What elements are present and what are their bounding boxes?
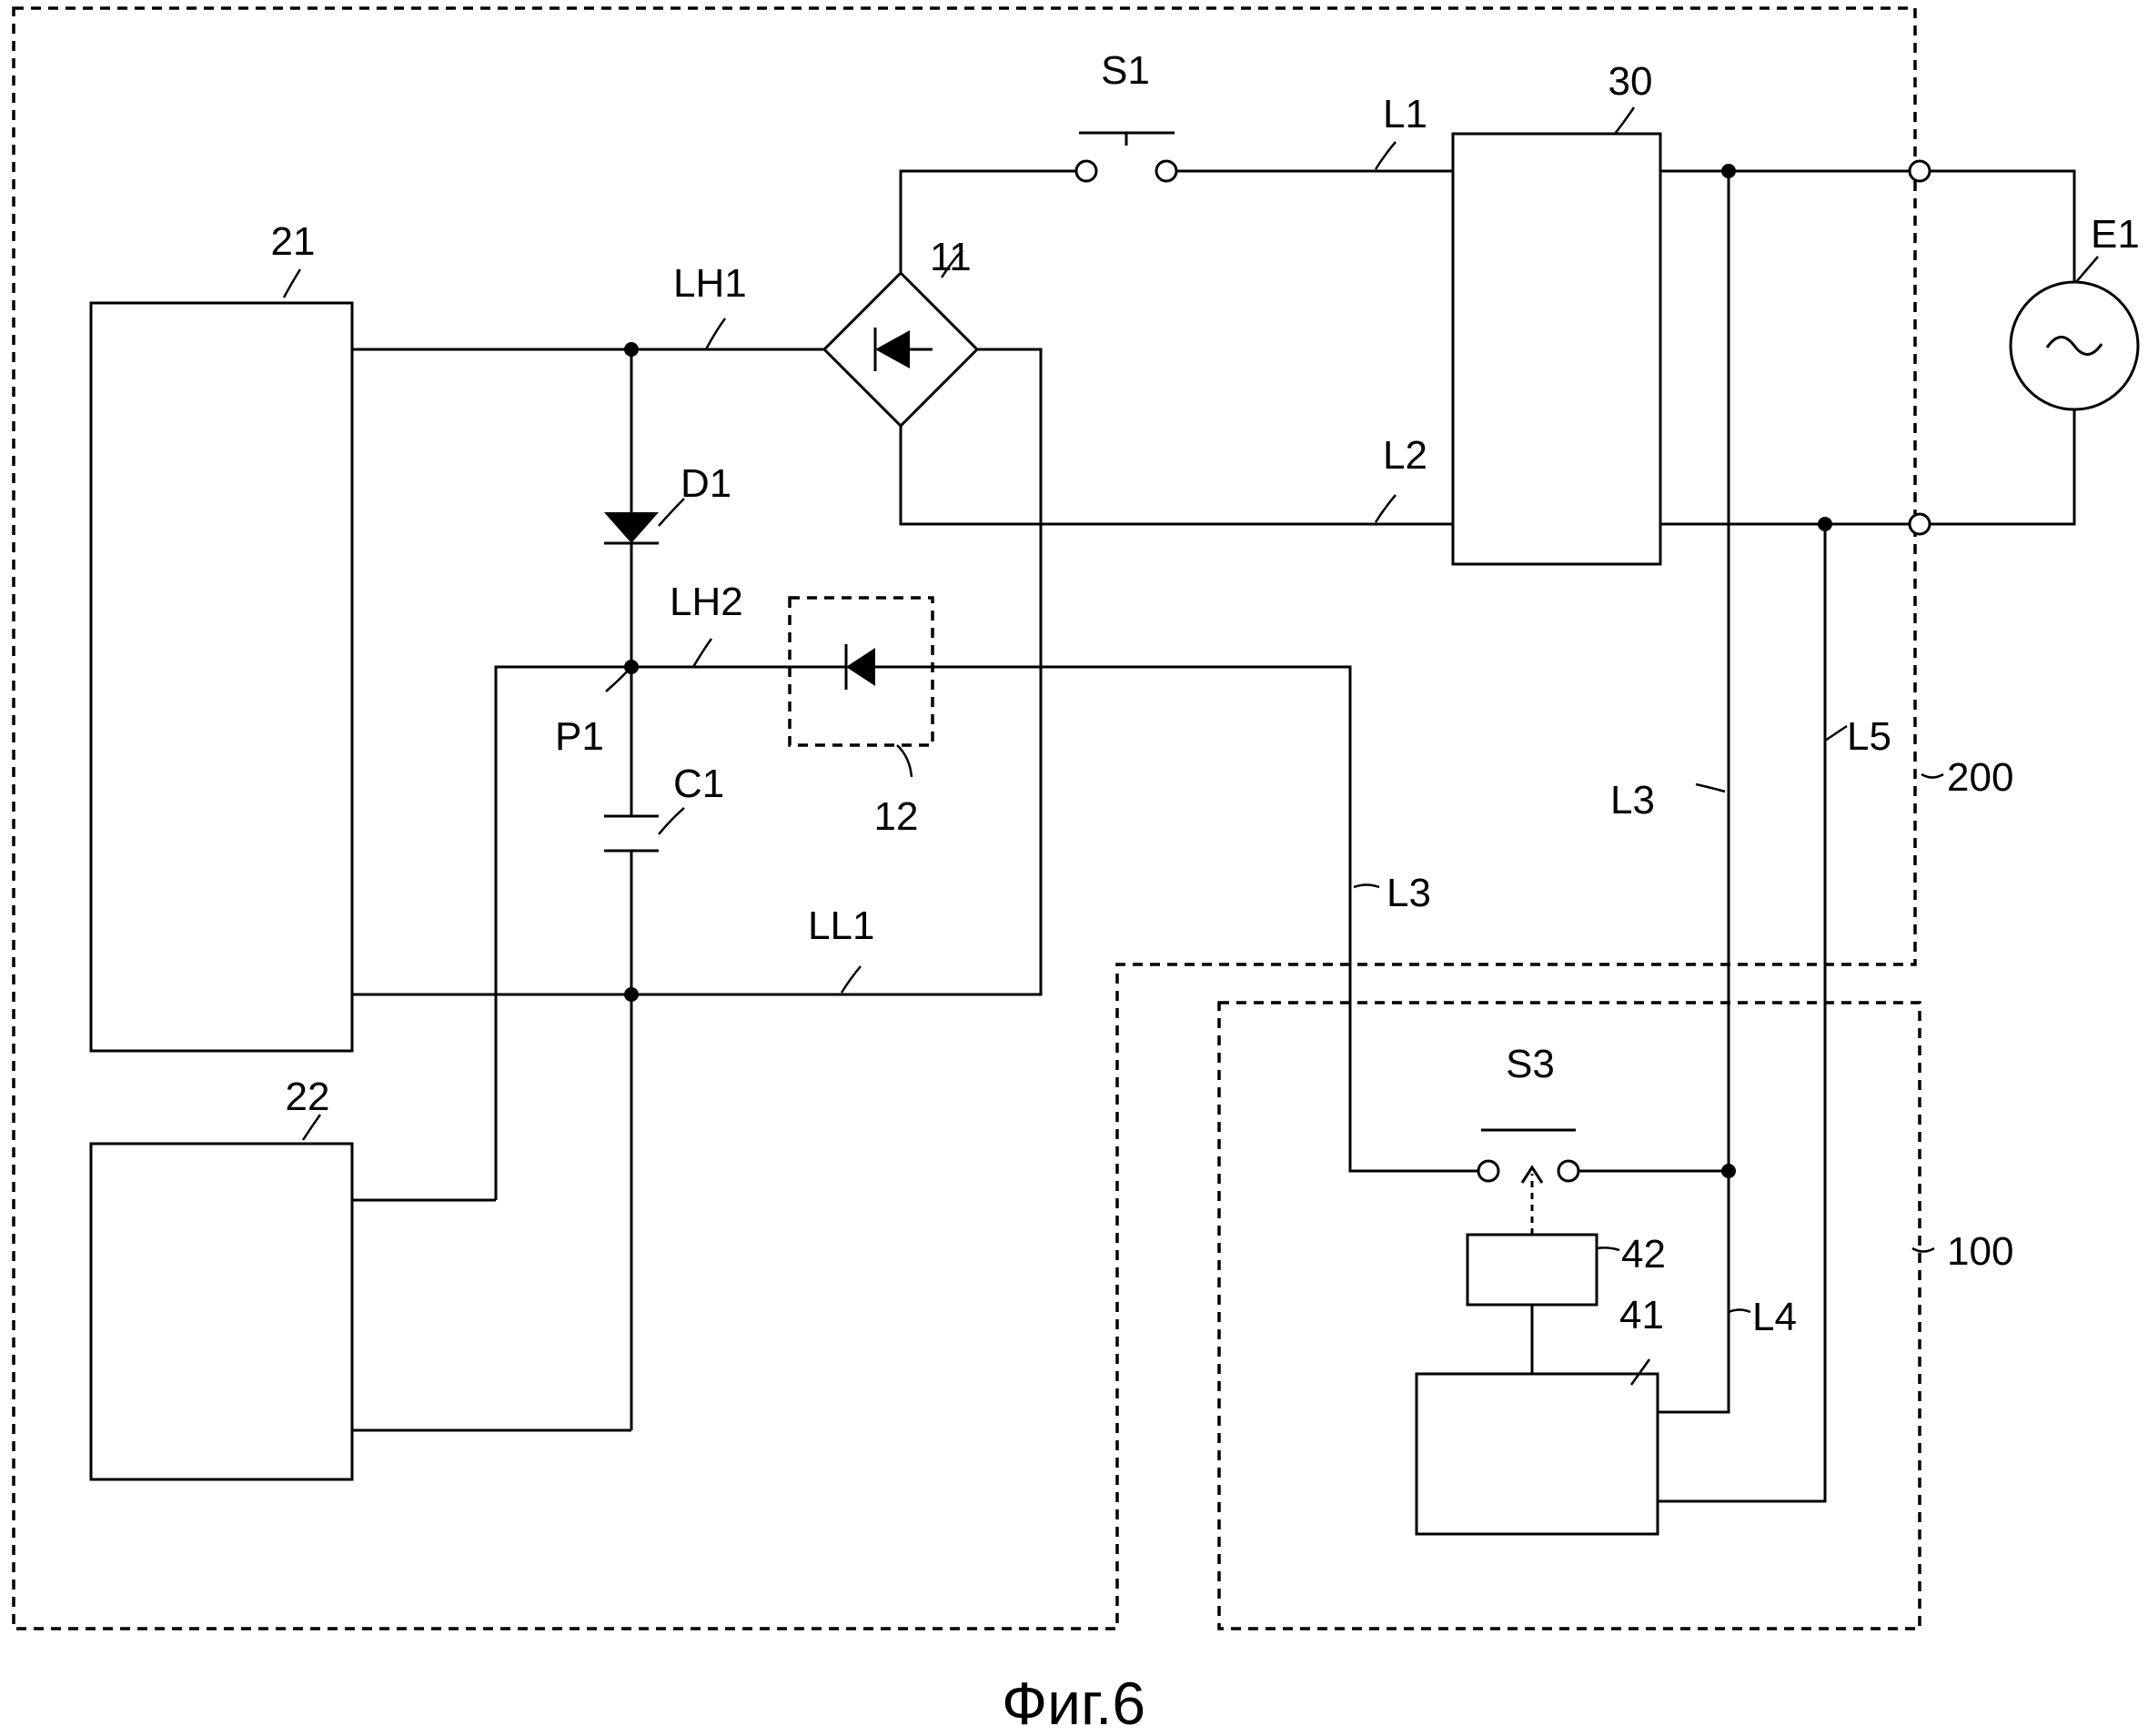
label-S1: S1 bbox=[1101, 48, 1150, 93]
junction-nodes bbox=[624, 164, 1832, 1178]
block-21 bbox=[89, 301, 354, 1053]
diode-D1 bbox=[604, 512, 659, 545]
label-L3-mid: L3 bbox=[1387, 871, 1431, 915]
switch-S1-contact-right bbox=[1155, 159, 1178, 183]
label-S3: S3 bbox=[1506, 1042, 1555, 1086]
label-D1: D1 bbox=[681, 461, 731, 506]
label-30: 30 bbox=[1608, 59, 1653, 104]
label-11: 11 bbox=[930, 235, 972, 279]
label-L1: L1 bbox=[1383, 92, 1427, 136]
label-LH1: LH1 bbox=[673, 261, 747, 306]
label-200: 200 bbox=[1947, 755, 2013, 800]
block-42 bbox=[1466, 1233, 1598, 1307]
ac-source-E1 bbox=[2009, 280, 2140, 411]
label-21: 21 bbox=[271, 219, 316, 264]
wiring bbox=[352, 131, 2076, 1503]
capacitor-C1 bbox=[604, 814, 659, 853]
block-41 bbox=[1415, 1372, 1659, 1536]
enclosure-200 bbox=[12, 6, 1917, 1630]
block-30 bbox=[1451, 132, 1662, 566]
label-C1: C1 bbox=[673, 762, 724, 806]
leader-lines bbox=[282, 106, 2099, 1386]
block-22 bbox=[89, 1142, 354, 1481]
label-P1: P1 bbox=[555, 714, 604, 759]
diode-12 bbox=[844, 644, 875, 690]
label-100: 100 bbox=[1947, 1229, 2013, 1274]
label-L5: L5 bbox=[1847, 714, 1891, 759]
label-22: 22 bbox=[286, 1075, 330, 1119]
terminal-bottom bbox=[1908, 512, 1931, 536]
label-42: 42 bbox=[1621, 1232, 1666, 1277]
label-L3-right: L3 bbox=[1610, 778, 1655, 823]
bridge-rectifier-11 bbox=[822, 270, 980, 429]
label-LL1: LL1 bbox=[808, 903, 874, 948]
label-41: 41 bbox=[1619, 1293, 1664, 1337]
label-L2: L2 bbox=[1383, 433, 1427, 478]
switch-S3-contact-right bbox=[1557, 1159, 1580, 1183]
figure-caption: Фиг.6 bbox=[1002, 1670, 1145, 1736]
enclosure-12 bbox=[788, 596, 934, 747]
label-12: 12 bbox=[874, 794, 919, 839]
label-E1: E1 bbox=[2091, 212, 2140, 257]
terminal-top bbox=[1908, 159, 1931, 183]
switch-S3-contact-left bbox=[1477, 1159, 1500, 1183]
switch-S1-contact-left bbox=[1074, 159, 1098, 183]
enclosure-100 bbox=[1217, 1001, 1921, 1630]
label-LH2: LH2 bbox=[670, 580, 743, 624]
label-L4: L4 bbox=[1752, 1295, 1797, 1339]
